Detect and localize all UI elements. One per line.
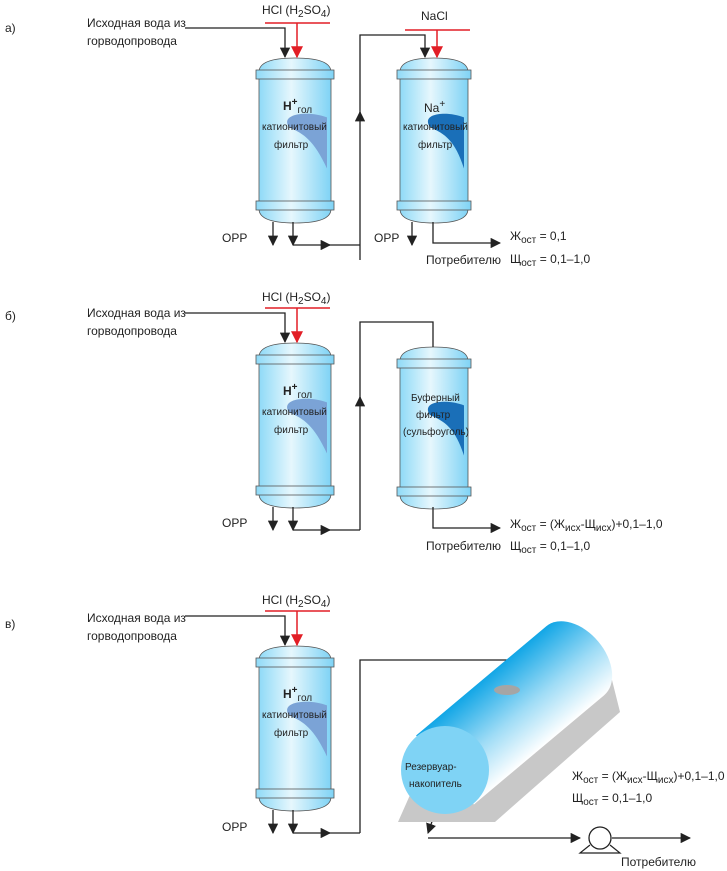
filter1-text-3: фильтр bbox=[274, 424, 309, 436]
hardness-formula: Жост = (Жисх-Щисх)+0,1–1,0 bbox=[572, 769, 725, 786]
inlet-pipe bbox=[185, 27, 291, 59]
buffer-filter bbox=[396, 346, 472, 510]
h-cation-filter-b bbox=[255, 342, 335, 509]
consumer-label: Потребителю bbox=[426, 539, 501, 553]
filter-band bbox=[396, 486, 472, 497]
resin-layer bbox=[427, 113, 464, 169]
consumer-pipe bbox=[432, 507, 502, 534]
resin-layer bbox=[287, 701, 327, 757]
alkalinity-formula: Щост = 0,1–1,0 bbox=[572, 791, 652, 808]
filter1-text-3: фильтр bbox=[274, 727, 309, 739]
filter-band bbox=[255, 788, 335, 799]
tank-label: Резервуар- накопитель bbox=[405, 762, 462, 790]
filter1-text-2: катионитовый bbox=[262, 407, 327, 418]
na-cation-filter bbox=[396, 57, 472, 224]
h-cation-filter-c bbox=[255, 645, 335, 812]
resin-layer bbox=[287, 398, 327, 454]
drain-label: ОРР bbox=[222, 516, 247, 530]
h-cation-filter-a bbox=[255, 57, 335, 224]
alkalinity-formula: Щост = 0,1–1,0 bbox=[510, 539, 590, 556]
source-label-2: горводопровода bbox=[87, 324, 177, 338]
section-label: а) bbox=[5, 21, 16, 35]
pump-base bbox=[578, 844, 622, 854]
inlet-pipe bbox=[185, 615, 291, 647]
filter-band bbox=[255, 354, 335, 365]
section-b: б) Исходная вода из горводопровода HCl (… bbox=[5, 290, 663, 556]
filter-band bbox=[255, 200, 335, 211]
source-label-2: горводопровода bbox=[87, 629, 177, 643]
drain-label: ОРР bbox=[222, 820, 247, 834]
salt-label: NaCl bbox=[421, 9, 448, 23]
drain-label: ОРР bbox=[222, 231, 247, 245]
alkalinity-formula: Щост = 0,1–1,0 bbox=[510, 252, 590, 269]
section-label: в) bbox=[5, 617, 15, 631]
inlet-pipe bbox=[185, 312, 291, 344]
filter-band bbox=[396, 200, 472, 211]
filter2-text-2: фильтр bbox=[416, 409, 451, 421]
pump-icon bbox=[588, 826, 612, 850]
riser-pipe bbox=[359, 34, 431, 114]
tank-inlet-hatch bbox=[494, 685, 520, 695]
acid-label: HCl (H2SO4) bbox=[262, 593, 330, 610]
tank-front-end bbox=[401, 726, 489, 814]
filter2-text-1: Буферный bbox=[411, 392, 460, 404]
filter1-title: H+гол bbox=[283, 97, 312, 116]
tank-label-2: накопитель bbox=[409, 779, 462, 790]
source-label-1: Исходная вода из bbox=[87, 16, 186, 30]
filter2-title: Na+ bbox=[424, 99, 445, 115]
consumer-label: Потребителю bbox=[426, 253, 501, 267]
filter1-text-2: катионитовый bbox=[262, 710, 327, 721]
filter1-title: H+гол bbox=[283, 382, 312, 401]
hardness-formula: Жост = (Жисх-Щисх)+0,1–1,0 bbox=[510, 517, 663, 534]
resin-layer bbox=[287, 113, 327, 169]
riser-pipe bbox=[359, 321, 434, 399]
filters-layer bbox=[255, 57, 472, 812]
filter-band bbox=[255, 485, 335, 496]
acid-label: HCl (H2SO4) bbox=[262, 290, 330, 307]
hardness-formula: Жост = 0,1 bbox=[510, 229, 567, 246]
source-label-1: Исходная вода из bbox=[87, 611, 186, 625]
storage-tank bbox=[398, 621, 620, 822]
tank-label-1: Резервуар- bbox=[405, 762, 457, 773]
filter2-text-2: катионитовый bbox=[403, 122, 468, 133]
section-a: а) Исходная вода из горводопровода HCl (… bbox=[5, 3, 590, 269]
section-label: б) bbox=[5, 309, 16, 323]
acid-label: HCl (H2SO4) bbox=[262, 3, 330, 20]
drain-label-2: ОРР bbox=[374, 231, 399, 245]
resin-layer bbox=[427, 401, 464, 456]
consumer-pipe bbox=[432, 222, 502, 249]
filter-band bbox=[396, 69, 472, 80]
consumer-label: Потребителю bbox=[621, 855, 696, 869]
filter2-text-3: (сульфоуголь) bbox=[403, 426, 469, 438]
source-label-2: горводопровода bbox=[87, 34, 177, 48]
filter-band bbox=[255, 657, 335, 668]
filter1-text-2: катионитовый bbox=[262, 122, 327, 133]
source-label-1: Исходная вода из bbox=[87, 306, 186, 320]
section-c: в) Исходная вода из горводопровода HCl (… bbox=[5, 593, 725, 869]
filter-band bbox=[396, 358, 472, 369]
filter1-title: H+гол bbox=[283, 685, 312, 704]
filter2-text-3: фильтр bbox=[418, 139, 453, 151]
filter1-text-3: фильтр bbox=[274, 139, 309, 151]
filter-band bbox=[255, 69, 335, 80]
